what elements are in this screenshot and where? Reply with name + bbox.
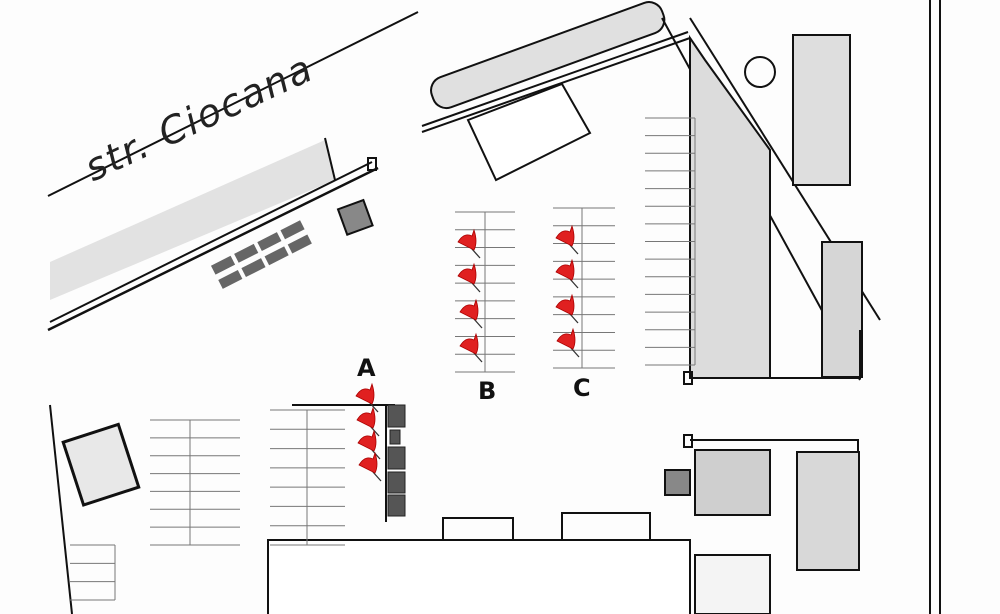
parking-grid [455,211,515,373]
building-strip-top [430,1,666,110]
post [367,157,377,171]
gray-box [664,469,691,496]
strip-lower-right [796,451,860,571]
green-right [821,241,863,378]
annex-2 [561,512,651,541]
building-left [61,422,141,507]
bench-group [210,220,312,289]
building-right [792,34,851,186]
zone-label-c: C [573,374,591,402]
flag-icon [355,382,379,413]
flag-icon [555,258,579,289]
parking-grid [70,544,116,601]
parking-grid [270,409,345,546]
flag-icon [555,293,579,324]
road-median [50,140,335,300]
roundabout [744,56,776,88]
flag-icon [457,228,481,259]
green-strip [689,34,771,379]
flag-icon [459,298,483,329]
parking-grid [553,207,615,369]
flag-icon [556,327,580,358]
building-bottom [267,539,691,614]
gray-box [336,198,374,236]
zone-label-b: B [478,377,497,405]
annex-1 [442,517,514,541]
flag-icon [357,429,381,460]
flag-icon [459,332,483,363]
flag-icon [457,262,481,293]
curb-top [421,37,691,133]
flag-icon [555,224,579,255]
building-top [466,82,592,182]
zone-label-a: A [357,354,376,382]
building-lower-right [694,449,771,516]
stalls-a [387,404,406,517]
parking-grid [645,117,696,366]
road-edge [47,11,419,197]
flag-icon [356,406,380,437]
road-curb [47,166,379,332]
flag-icon [358,451,382,482]
road-curb-inner [49,161,373,323]
parking-grid [150,419,240,546]
